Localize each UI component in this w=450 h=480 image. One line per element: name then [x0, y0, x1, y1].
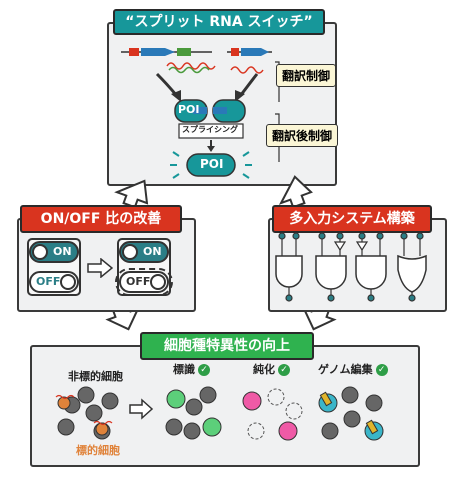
splicing-label: スプライシング	[182, 125, 238, 134]
mrna-right	[227, 48, 272, 74]
app-genome-editing: ゲノム編集✓	[318, 361, 388, 377]
multi-input-title: 多入力システム構築	[272, 205, 432, 233]
check-icon: ✓	[278, 364, 290, 376]
genome-edited-cells	[318, 386, 384, 441]
split-rna-switch-illustration	[121, 48, 280, 179]
cell-specificity-title: 細胞種特異性の向上	[140, 332, 314, 360]
check-icon: ✓	[198, 364, 210, 376]
split-rna-switch-title: “スプリット RNA スイッチ”	[113, 9, 325, 35]
app-genome-editing-label: ゲノム編集	[318, 363, 373, 376]
logic-gates-diagram	[275, 232, 427, 302]
app-purification: 純化✓	[253, 361, 290, 377]
app-labeling: 標識✓	[173, 361, 210, 377]
translation-control-tag: 翻訳制御	[276, 64, 337, 87]
purified-cells	[242, 388, 303, 441]
on-off-ratio-title: ON/OFF 比の改善	[20, 205, 182, 233]
labeled-cells	[165, 386, 222, 440]
mrna-left	[121, 48, 216, 74]
toggle-on-before: ON	[29, 241, 79, 263]
toggle-on-after: ON	[119, 241, 169, 263]
toggle-off-before: OFF	[29, 271, 79, 293]
toggle-off-after: OFF	[119, 271, 169, 293]
toggle-off-after-highlight	[115, 268, 173, 296]
post-translation-control-tag: 翻訳後制御	[266, 124, 339, 147]
mixed-cell-population	[55, 386, 119, 440]
target-cell-label: 標的細胞	[76, 444, 120, 457]
split-poi	[174, 99, 246, 123]
app-purification-label: 純化	[253, 363, 275, 376]
improvement-arrow	[87, 258, 113, 278]
poi-protein	[170, 151, 252, 179]
non-target-cell-label: 非標的細胞	[68, 370, 123, 383]
cell-specificity-illustration	[55, 386, 384, 441]
check-icon: ✓	[375, 364, 388, 376]
app-labeling-label: 標識	[173, 363, 195, 376]
poi-label: POI	[200, 157, 224, 171]
split-poi-left-label: POI	[178, 103, 200, 116]
